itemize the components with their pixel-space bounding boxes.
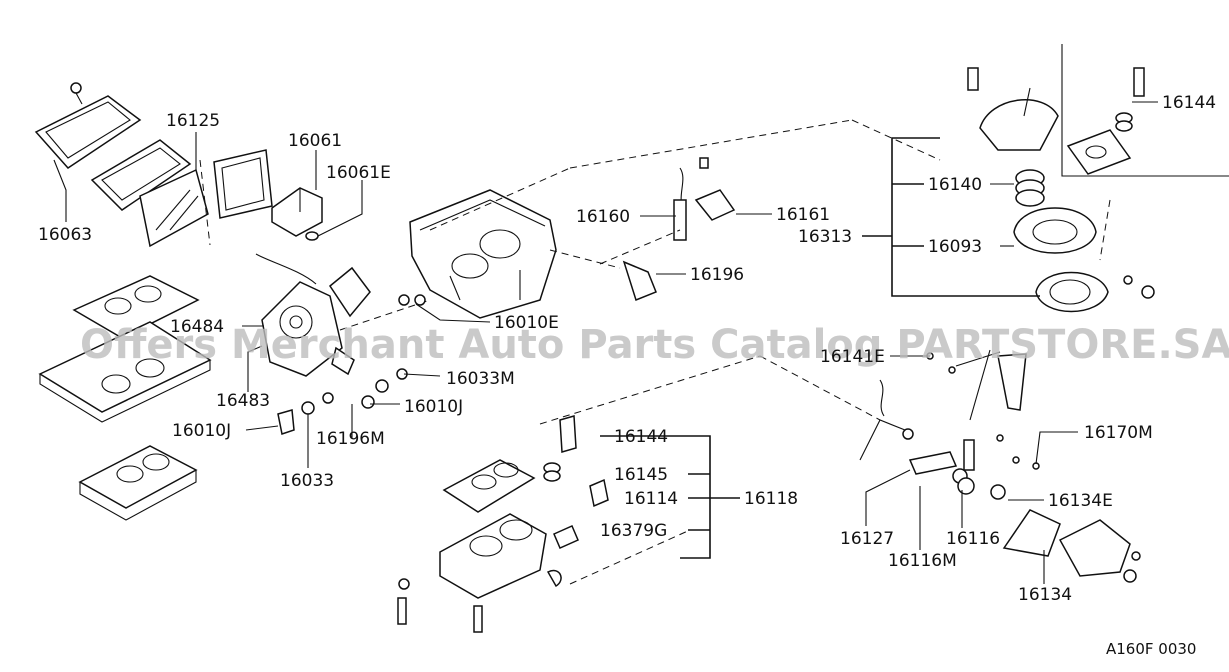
part-label: 16033 (280, 471, 334, 491)
part-label: 16160 (576, 207, 630, 227)
group-bracket-16118 (600, 435, 740, 559)
part-label: 16144 (614, 427, 668, 447)
inset-box (1061, 44, 1229, 177)
part-label: 16010J (172, 421, 231, 441)
gasket-stack-illustration (34, 82, 273, 248)
part-label: 16127 (840, 529, 894, 549)
part-label: 16134 (1018, 585, 1072, 605)
carburetor-body-illustration (398, 167, 621, 319)
diagram-code: A160F 0030 (1106, 640, 1196, 658)
part-label: 16061 (288, 131, 342, 151)
part-label: 16010J (404, 397, 463, 417)
part-label: 16114 (624, 489, 678, 509)
part-label: 16483 (216, 391, 270, 411)
linkage-illustration (859, 349, 1141, 583)
part-label: 16144 (1162, 93, 1216, 113)
part-label: 16118 (744, 489, 798, 509)
part-label: 16379G (600, 521, 667, 541)
part-label: 16033M (446, 369, 515, 389)
leader-lines (53, 101, 1158, 584)
part-label: 16141E (820, 347, 885, 367)
part-label: 16134E (1048, 491, 1113, 511)
valve-component-illustration (271, 187, 323, 241)
part-label: 16010E (494, 313, 559, 333)
part-labels: 16125 16061 16061E 16063 16160 16161 161… (38, 93, 1216, 605)
group-bracket-16313 (862, 137, 1040, 297)
part-label: 16161 (776, 205, 830, 225)
part-label: 16061E (326, 163, 391, 183)
diaphragm-assembly-illustration (967, 67, 1155, 313)
part-label: 16116M (888, 551, 957, 571)
part-label: 16116 (946, 529, 1000, 549)
part-label: 16145 (614, 465, 668, 485)
part-label: 16196M (316, 429, 385, 449)
part-label: 16125 (166, 111, 220, 131)
part-label: 16170M (1084, 423, 1153, 443)
flange-plates-illustration (38, 275, 212, 521)
part-label: 16196 (690, 265, 744, 285)
part-label: 16063 (38, 225, 92, 245)
needle-jet-illustration (569, 119, 941, 301)
part-label: 16093 (928, 237, 982, 257)
float-chamber-illustration (397, 355, 881, 633)
part-label: 16313 (798, 227, 852, 247)
part-label: 16140 (928, 175, 982, 195)
choke-housing-illustration (255, 253, 431, 435)
part-label: 16484 (170, 317, 224, 337)
watermark-text: Offers Merchant Auto Parts Catalog PARTS… (80, 322, 1229, 368)
